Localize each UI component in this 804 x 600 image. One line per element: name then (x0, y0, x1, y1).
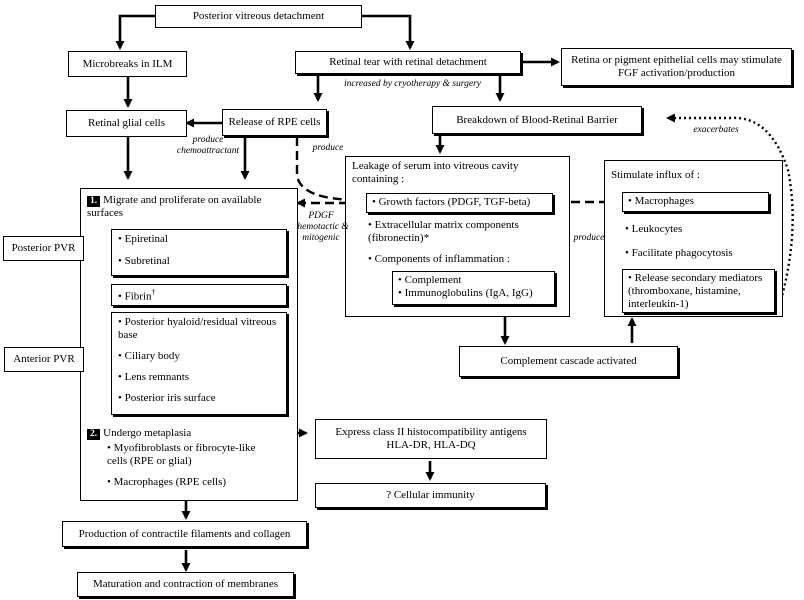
hyaloid-item: • Posterior hyaloid/residual vitreous ba… (118, 316, 277, 341)
arrow-pvd-to-tear (362, 14, 415, 50)
anterior-pvr-box: Anterior PVR (4, 347, 84, 372)
mediators-box: • Release secondary mediators (thromboxa… (622, 269, 775, 313)
growth-factors-box: • Growth factors (PDGF, TGF-beta) (366, 193, 553, 213)
produce-label-1: produce (312, 143, 344, 153)
influx-title: Stimulate influx of : (611, 169, 700, 181)
brb-breakdown-box: Breakdown of Blood-Retinal Barrier (432, 106, 642, 134)
pdgf-label: PDGF chemotactic & mitogenic (293, 211, 349, 243)
migrate-proliferate-box: 1.Migrate and proliferate on available s… (80, 188, 298, 501)
retinal-tear-box: Retinal tear with retinal detachment (295, 51, 521, 74)
retinal-glial-cells-box: Retinal glial cells (66, 110, 187, 137)
posterior-pvr-box: Posterior PVR (3, 236, 84, 261)
ciliary-item: • Ciliary body (118, 349, 180, 362)
complement-cascade-box: Complement cascade activated (459, 346, 678, 377)
exacerbates-label: exacerbates (693, 125, 739, 135)
phagocytosis-item: • Facilitate phagocytosis (625, 247, 733, 259)
fibrin-dagger: † (151, 288, 156, 297)
metaplasia-heading: 2.Undergo metaplasia (87, 427, 292, 441)
produce-chemoattractant-label: produce chemoattractant (176, 135, 240, 156)
epiretinal-subretinal-box: • Epiretinal • Subretinal (111, 229, 287, 276)
epiretinal-item: • Epiretinal (118, 233, 168, 245)
complement-item: • Complement (398, 274, 462, 286)
lens-item: • Lens remnants (118, 370, 190, 383)
migrate-heading: 1.Migrate and proliferate on available s… (87, 194, 292, 221)
leakage-box: Leakage of serum into vitreous cavity co… (345, 156, 570, 317)
arrow-pvd-to-microbreaks (115, 14, 155, 50)
increased-label: increased by cryotherapy & surgery (343, 79, 481, 89)
fibrin-box: • Fibrin† (111, 284, 287, 306)
ecm-item: • Extracellular matrix components (fibro… (368, 219, 519, 245)
produce-label-2: produce (573, 233, 605, 243)
microbreaks-box: Microbreaks in ILM (68, 51, 187, 77)
hla-box: Express class II histocompatibility anti… (315, 419, 547, 459)
complement-box: • Complement • Immunoglobulins (IgA, IgG… (392, 271, 555, 305)
dotted-exacerbates (666, 113, 794, 301)
leakage-title: Leakage of serum into vitreous cavity co… (352, 160, 519, 186)
macrophages-box: • Macrophages (622, 192, 769, 212)
posterior-vitreous-detachment-box: Posterior vitreous detachment (155, 5, 362, 28)
immunoglobulins-item: • Immunoglobulins (IgA, IgG) (398, 286, 533, 299)
maturation-box: Maturation and contraction of membranes (77, 572, 294, 597)
influx-box: Stimulate influx of : • Macrophages • Le… (604, 160, 783, 317)
subretinal-item: • Subretinal (118, 254, 170, 267)
anterior-sites-box: • Posterior hyaloid/residual vitreous ba… (111, 312, 287, 415)
fgf-box: Retina or pigment epithelial cells may s… (561, 48, 792, 86)
macrophages-rpe-item: • Macrophages (RPE cells) (107, 476, 227, 488)
migrate-text: Migrate and proliferate on available sur… (87, 194, 262, 220)
metaplasia-text: Undergo metaplasia (103, 427, 192, 439)
step-2-badge: 2. (87, 429, 101, 441)
step-1-badge: 1. (87, 196, 101, 208)
inflammation-item: • Components of inflammation : (368, 253, 510, 265)
contractile-filaments-box: Production of contractile filaments and … (62, 521, 307, 547)
fibrin-item: • Fibrin (118, 290, 152, 303)
release-rpe-box: Release of RPE cells (222, 109, 327, 136)
myofibroblasts-item: • Myofibroblasts or fibrocyte-like cells… (107, 442, 256, 468)
leukocytes-item: • Leukocytes (625, 223, 683, 235)
iris-item: • Posterior iris surface (118, 391, 216, 404)
cellular-immunity-box: ? Cellular immunity (315, 483, 546, 508)
